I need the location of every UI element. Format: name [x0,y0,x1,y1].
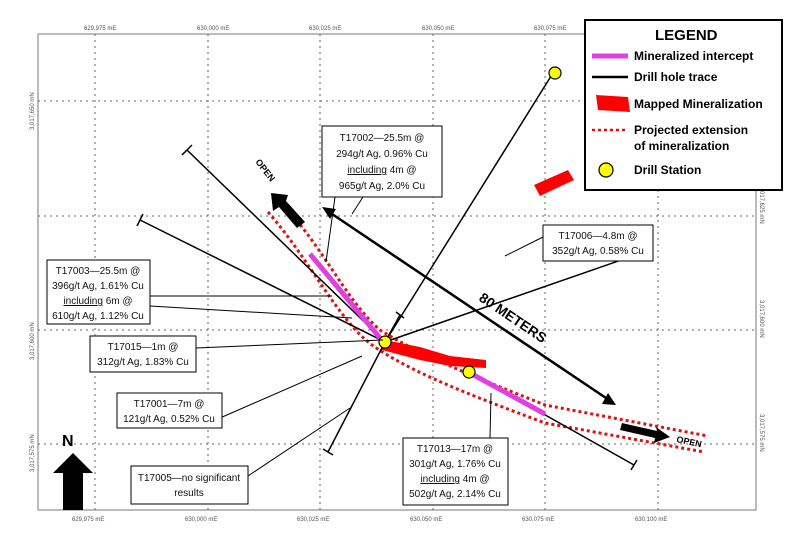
legend-title: LEGEND [655,27,718,44]
callout-t17003: T17003—25.5m @ 396g/t Ag, 1.61% Cu inclu… [46,259,151,325]
easting-label: 630,100 mE [635,517,667,523]
easting-label: 630,025 mE [297,517,329,523]
mineralized-intercepts [308,252,547,417]
callout-line: T17015—1m @ [108,342,179,353]
easting-label: 630,000 mE [197,26,229,32]
easting-label: 629,975 mE [72,517,104,523]
mapped-mineralization [380,170,574,368]
easting-label: 630,000 mE [185,517,217,523]
callout-line: 965g/t Ag, 2.0% Cu [339,181,425,192]
northing-label: 3,017,600 mN [30,322,36,360]
easting-label: 630,075 mE [522,517,554,523]
callout-t17001: T17001—7m @ 121g/t Ag, 0.52% Cu [116,392,223,429]
easting-labels-top: 629,975 mE 630,000 mE 630,025 mE 630,050… [84,26,566,32]
callout-line: including 6m @ [63,296,132,307]
drill-trace-end-caps [136,144,638,471]
drill-trace-t17015 [139,219,386,343]
callout-line: 294g/t Ag, 0.96% Cu [336,149,428,160]
legend-label-intercept: Mineralized intercept [634,49,753,63]
easting-label: 630,075 mE [534,26,566,32]
callout-t17015: T17015—1m @ 312g/t Ag, 1.83% Cu [89,335,197,373]
legend-symbol-mapped [596,95,630,112]
drill-trace-t17005 [327,341,386,453]
callout-line: including 4m @ [347,165,416,176]
easting-labels-bottom: 629,975 mE 630,000 mE 630,025 mE 630,050… [72,517,667,523]
callout-line: T17001—7m @ [134,399,205,410]
legend: LEGEND Mineralized intercept Drill hole … [584,19,783,191]
legend-label-drill-trace: Drill hole trace [634,70,718,84]
drill-station-2 [462,365,476,379]
legend-label-projected-2: of mineralization [634,139,729,153]
drill-station-3 [548,66,562,80]
easting-label: 630,050 mE [422,26,454,32]
callout-line: results [174,488,203,499]
northing-label: 3,017,600 mN [758,300,764,338]
callout-line: 610g/t Ag, 1.12% Cu [52,311,144,322]
callout-line: 121g/t Ag, 0.52% Cu [123,414,215,425]
callout-line: 352g/t Ag, 0.58% Cu [552,246,644,257]
easting-label: 629,975 mE [84,26,116,32]
callout-line: T17005—no significant [138,473,241,484]
callout-t17013: T17013—17m @ 301g/t Ag, 1.76% Cu includi… [402,437,509,506]
callout-line: T17003—25.5m @ [56,266,141,277]
northing-label: 3,017,575 mN [30,434,36,472]
intercept-t17013 [468,370,547,417]
callout-line: including 4m @ [420,474,489,485]
legend-label-drill-station: Drill Station [634,163,701,177]
northing-labels-left: 3,017,650 mN 3,017,600 mN 3,017,575 mN [30,92,36,472]
legend-symbol-drill-station [598,162,614,178]
callout-t17002: T17002—25.5m @ 294g/t Ag, 0.96% Cu inclu… [321,125,443,198]
northing-label: 3,017,575 mN [758,414,764,452]
drill-trace-t17006 [384,249,651,343]
callout-line: T17002—25.5m @ [340,133,425,144]
callout-line: 301g/t Ag, 1.76% Cu [409,459,501,470]
drill-trace-t17002 [384,72,554,343]
callout-line: T17006—4.8m @ [558,231,637,242]
callout-line: 502g/t Ag, 2.14% Cu [409,489,501,500]
callout-line: 312g/t Ag, 1.83% Cu [97,357,189,368]
projected-extension-lower [266,211,705,454]
drill-station-1 [378,335,392,349]
legend-label-mapped: Mapped Mineralization [634,97,763,111]
drill-stations [378,66,562,379]
drill-trace-t17003 [186,149,386,343]
northing-label: 3,017,650 mN [30,92,36,130]
callout-boxes: T17002—25.5m @ 294g/t Ag, 0.96% Cu inclu… [46,125,654,506]
north-label: N [62,433,74,450]
north-arrow: N [53,433,93,510]
easting-label: 630,050 mE [410,517,442,523]
callout-leaders [149,196,544,479]
callout-line: 396g/t Ag, 1.61% Cu [52,281,144,292]
legend-label-projected-1: Projected extension [634,123,748,137]
callout-line: T17013—17m @ [417,444,493,455]
easting-label: 630,025 mE [309,26,341,32]
callout-t17006: T17006—4.8m @ 352g/t Ag, 0.58% Cu [542,224,654,262]
northing-labels-right: 3,017,625 mN 3,017,600 mN 3,017,575 mN [758,186,764,452]
intercept-t17003 [308,252,382,340]
northing-label: 3,017,625 mN [758,186,764,224]
callout-t17005: T17005—no significant results [130,465,249,505]
